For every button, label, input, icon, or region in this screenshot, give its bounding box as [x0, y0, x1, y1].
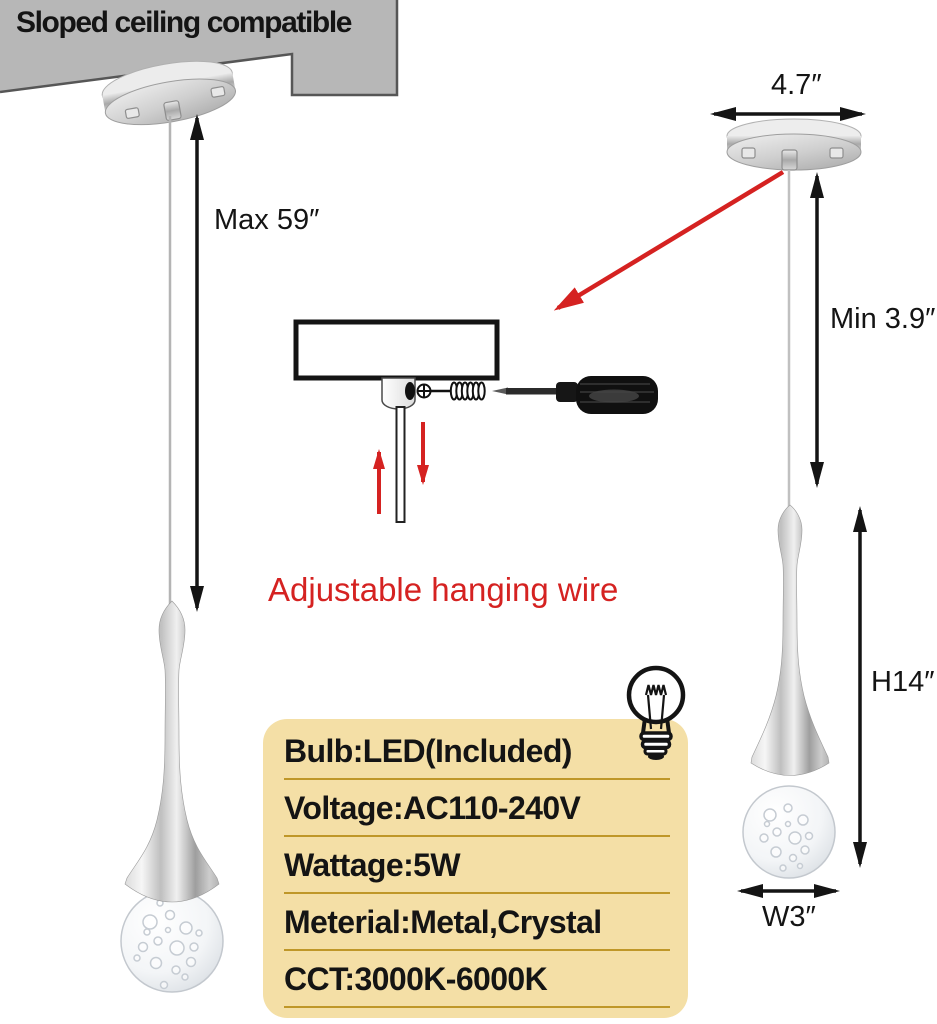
screwdriver-icon: [492, 376, 658, 414]
adjustable-wire: [395, 406, 406, 523]
light-bulb-icon: [626, 665, 686, 760]
right-canopy: [726, 118, 862, 171]
min-drop-label: Min 3.9″: [830, 303, 936, 335]
spec-box: Bulb:LED(Included) Voltage:AC110-240V Wa…: [263, 719, 688, 1018]
fixture-width-label: W3″: [762, 901, 816, 933]
spec-row-material: Meterial:Metal,Crystal: [284, 902, 670, 951]
spec-row-wattage: Wattage:5W: [284, 845, 670, 894]
crystal-bubbles: [133, 899, 203, 990]
crystal-bubbles: [759, 803, 814, 872]
wire-adjuster-diagram: [293, 319, 658, 523]
spec-row-voltage: Voltage:AC110-240V: [284, 788, 670, 837]
left-pendant: [120, 600, 224, 993]
fixture-height-label: H14″: [871, 666, 935, 698]
right-pendant: [742, 504, 836, 879]
spec-row-cct: CCT:3000K-6000K: [284, 959, 670, 1008]
canopy-width-label: 4.7″: [771, 69, 822, 101]
wire-note-label: Adjustable hanging wire: [268, 571, 619, 608]
pointer-arrow: [553, 170, 785, 311]
page-title: Sloped ceiling compatible: [16, 6, 352, 39]
spec-row-bulb: Bulb:LED(Included): [284, 731, 670, 780]
left-canopy: [101, 60, 237, 126]
screw-icon: [416, 381, 486, 401]
teardrop-body: [124, 600, 220, 903]
teardrop-body: [750, 504, 830, 776]
max-drop-label: Max 59″: [214, 204, 320, 236]
